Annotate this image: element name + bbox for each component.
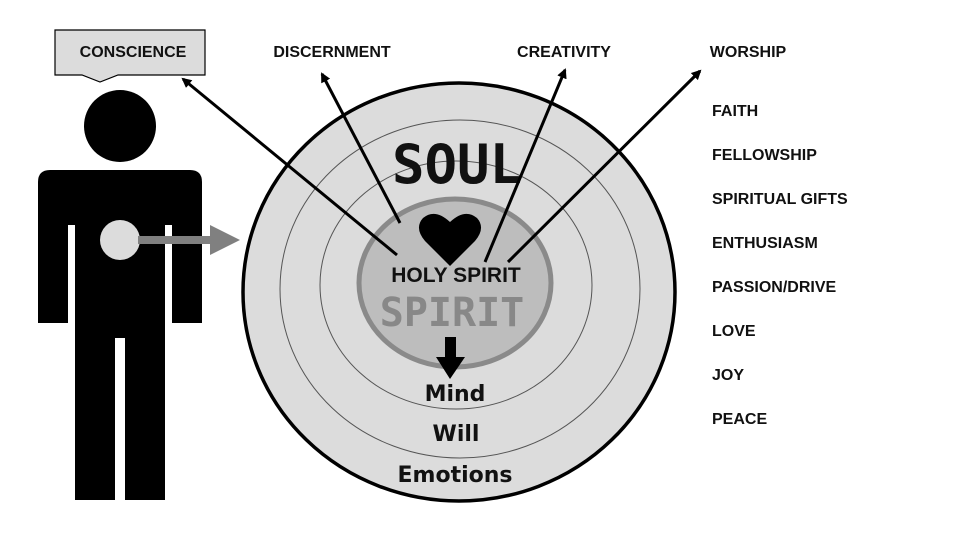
mind-label: Mind xyxy=(425,382,486,407)
ring-emotions xyxy=(279,119,641,459)
arrow-to-conscience xyxy=(181,77,398,257)
fruit-item: ENTHUSIASM xyxy=(712,235,818,252)
arrow-to-discernment xyxy=(320,72,402,224)
fruit-item: SPIRITUAL GIFTS xyxy=(712,191,848,208)
worship-label: WORSHIP xyxy=(710,44,787,61)
creativity-label: CREATIVITY xyxy=(517,44,611,61)
fruit-item: LOVE xyxy=(712,323,756,340)
fruit-item: PASSION/DRIVE xyxy=(712,279,837,296)
fruit-item: JOY xyxy=(712,367,744,384)
fruits-list: FAITH FELLOWSHIP SPIRITUAL GIFTS ENTHUSI… xyxy=(712,103,848,428)
spirit-label: SPIRIT xyxy=(380,290,525,336)
person-figure-icon xyxy=(38,90,202,500)
emotions-label: Emotions xyxy=(398,463,513,488)
outgoing-arrows xyxy=(181,68,702,264)
heart-spot-icon xyxy=(100,220,140,260)
down-arrow-icon xyxy=(436,337,465,379)
conscience-label: CONSCIENCE xyxy=(80,44,187,61)
will-label: Will xyxy=(433,422,480,447)
arrow-to-creativity xyxy=(483,68,567,263)
arrow-to-worship xyxy=(506,69,702,264)
fruit-item: FAITH xyxy=(712,103,758,120)
ring-will xyxy=(319,160,593,410)
soul-label: SOUL xyxy=(392,133,522,196)
conscience-callout: CONSCIENCE xyxy=(54,29,206,83)
fruit-item: FELLOWSHIP xyxy=(712,147,817,164)
gray-arrow-icon xyxy=(138,225,240,255)
fruit-item: PEACE xyxy=(712,411,767,428)
discernment-label: DISCERNMENT xyxy=(273,44,391,61)
heart-icon xyxy=(418,213,482,266)
holy-spirit-label: HOLY SPIRIT xyxy=(391,264,521,287)
